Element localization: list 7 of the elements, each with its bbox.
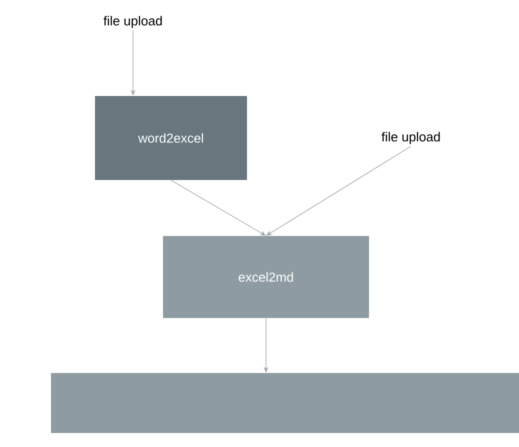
upload-label: file upload — [382, 132, 440, 144]
arrow — [266, 146, 412, 236]
arrow — [170, 180, 266, 236]
upload-label: file upload — [104, 16, 162, 28]
process-box — [51, 373, 519, 433]
process-box: excel2md — [163, 236, 369, 318]
process-box: word2excel — [95, 96, 247, 180]
